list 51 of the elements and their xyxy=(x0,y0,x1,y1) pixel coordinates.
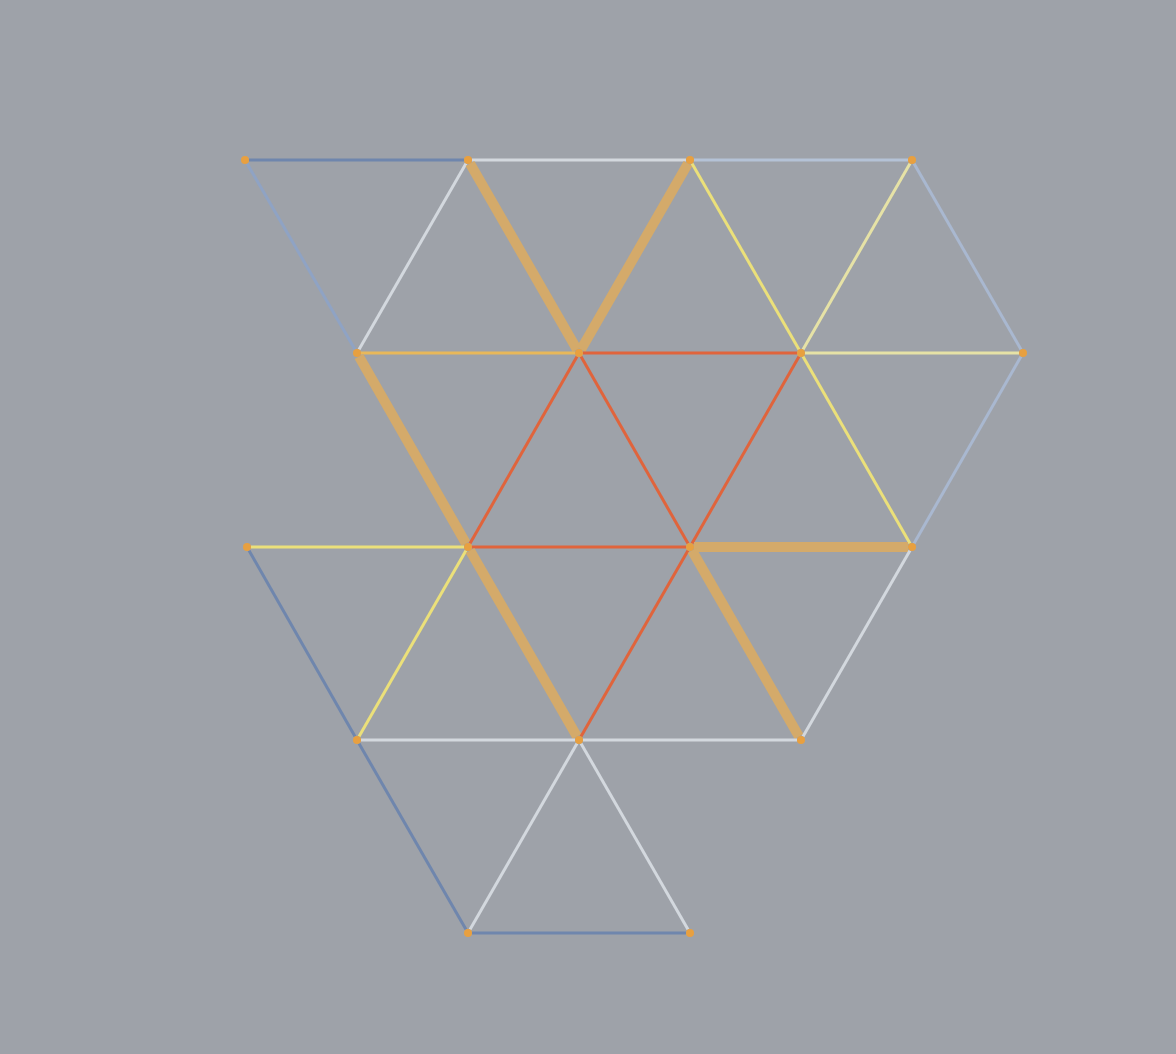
vertex-dot xyxy=(908,543,916,551)
vertex-dot xyxy=(686,929,694,937)
lattice-line xyxy=(801,549,912,738)
lattice-line xyxy=(245,162,357,351)
lattice-line xyxy=(249,158,464,162)
lattice-line xyxy=(912,355,1023,545)
lattice-line xyxy=(801,162,912,351)
lattice-line xyxy=(357,549,468,738)
lattice-line xyxy=(576,160,693,353)
vertex-dot xyxy=(686,156,694,164)
lattice-line xyxy=(694,158,908,162)
lattice-line xyxy=(468,742,579,931)
lattice-line xyxy=(472,545,686,549)
vertex-dot xyxy=(241,156,249,164)
lattice-line xyxy=(687,547,804,740)
lattice-line xyxy=(468,355,579,545)
lattice-line xyxy=(583,351,797,355)
lattice-line xyxy=(357,742,468,931)
lattice-line xyxy=(465,160,582,353)
lattice-line xyxy=(247,549,357,738)
vertex-dot xyxy=(1019,349,1027,357)
vertex-dot xyxy=(575,736,583,744)
lattice-line xyxy=(579,549,690,738)
vertex-dot xyxy=(797,349,805,357)
lattice-line xyxy=(805,351,1019,355)
lattice-line xyxy=(465,547,582,740)
vertex-dot xyxy=(797,736,805,744)
vertex-dot xyxy=(243,543,251,551)
vertex-dot xyxy=(464,156,472,164)
lattice-line xyxy=(472,931,686,935)
lattice-line xyxy=(583,738,797,742)
vertex-dot xyxy=(464,543,472,551)
vertex-dot xyxy=(908,156,916,164)
lattice-line xyxy=(579,355,690,545)
lattice-line xyxy=(354,354,471,546)
lattice-line xyxy=(690,355,801,545)
lattice-line xyxy=(579,742,690,931)
lattice-line xyxy=(361,351,575,355)
vertex-dot xyxy=(464,929,472,937)
lattice-line xyxy=(912,162,1023,351)
vertex-dot xyxy=(686,543,694,551)
lattice-line xyxy=(472,158,686,162)
vertex-dot xyxy=(575,349,583,357)
lattice-line xyxy=(357,162,468,351)
lattice-line xyxy=(694,542,908,552)
lattice-line xyxy=(801,355,912,545)
lattice-line xyxy=(251,545,464,549)
lattice-line xyxy=(361,738,575,742)
lattice-line xyxy=(690,162,801,351)
vertex-dot xyxy=(353,736,361,744)
vertex-dot xyxy=(353,349,361,357)
